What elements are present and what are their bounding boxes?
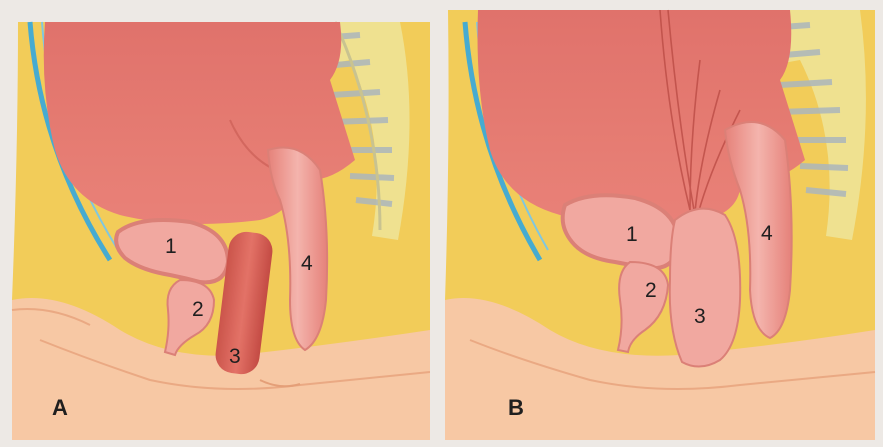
- illustration: 1 2 3 4 A: [0, 0, 883, 447]
- texture-overlay: [0, 0, 883, 447]
